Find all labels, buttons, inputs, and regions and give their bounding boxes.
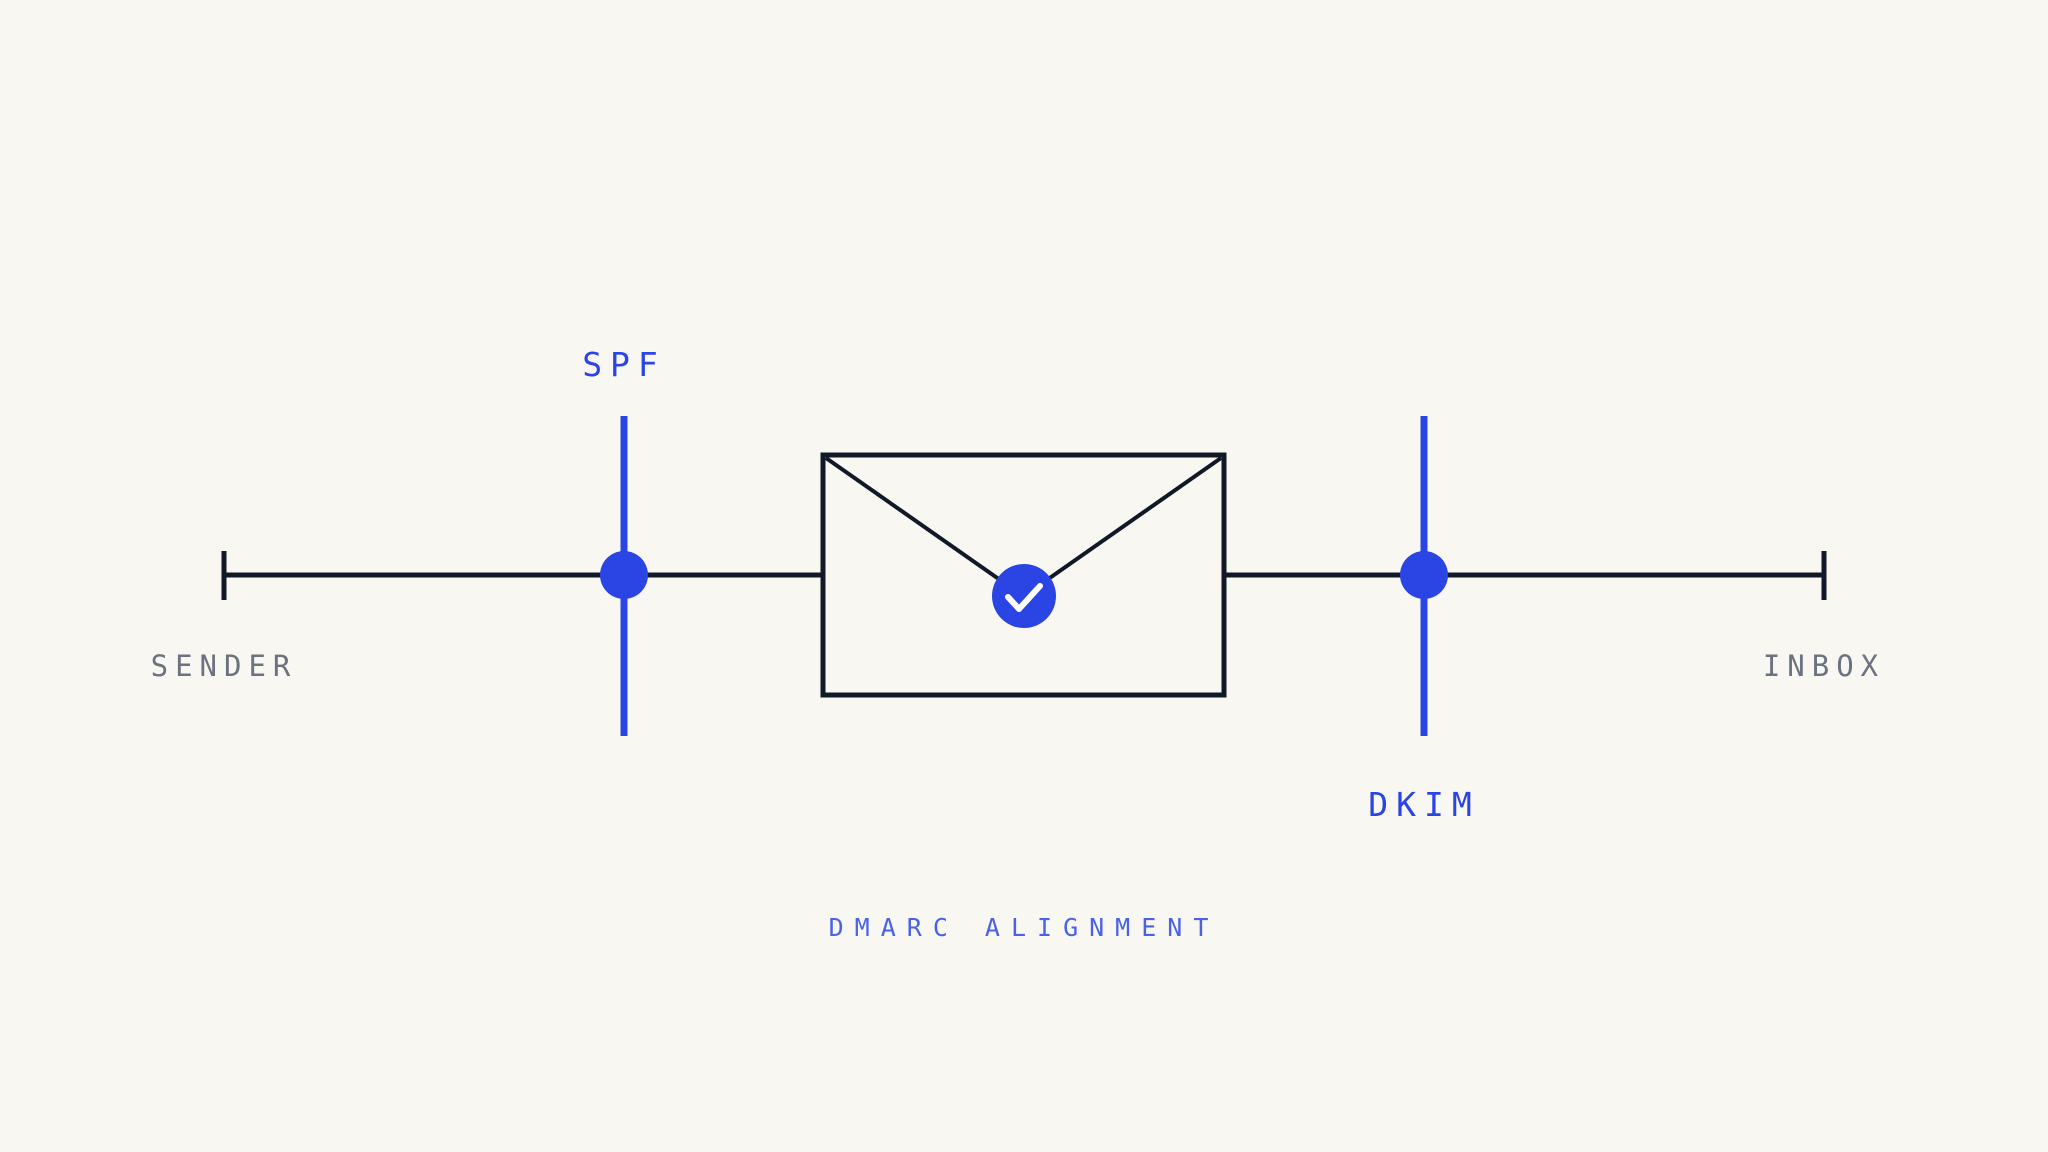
check-mark (1005, 583, 1043, 612)
envelope-icon (820, 452, 1227, 698)
sender-label: SENDER (151, 649, 298, 683)
envelope-flap-right (1042, 456, 1223, 584)
mail-path (221, 551, 1827, 600)
dkim-checkpoint-node (1400, 551, 1448, 599)
envelope-flap-left (824, 456, 1005, 584)
dkim-label: DKIM (1368, 785, 1479, 824)
dkim-checkpoint (1400, 416, 1448, 736)
inbox-label: INBOX (1763, 649, 1885, 683)
spf-label: SPF (582, 345, 666, 384)
diagram-caption: DMARC ALIGNMENT (829, 913, 1220, 942)
check-badge (992, 564, 1056, 628)
spf-checkpoint (600, 416, 648, 736)
envelope-body (820, 452, 1227, 698)
check-icon (992, 564, 1056, 628)
spf-checkpoint-node (600, 551, 648, 599)
